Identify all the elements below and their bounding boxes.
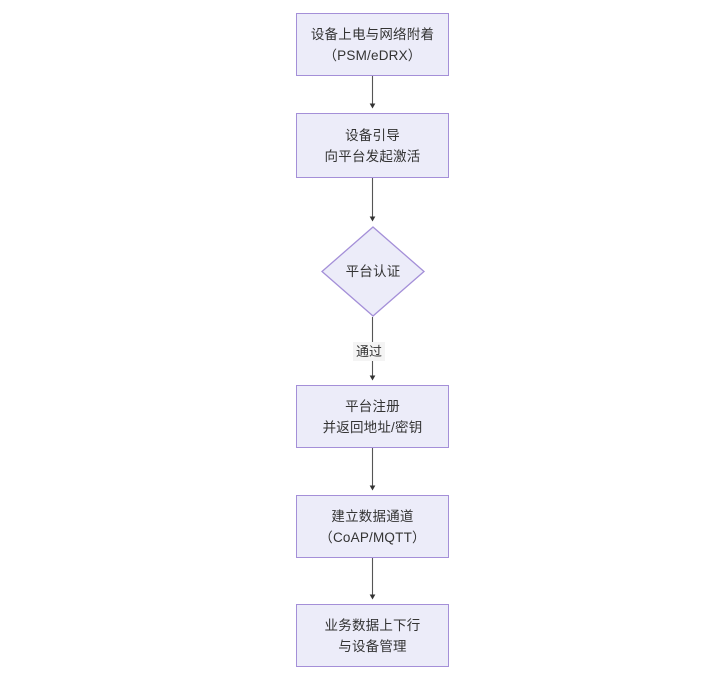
node-platform-registration[interactable]: 平台注册 并返回地址/密钥 [296, 385, 449, 448]
node-label-line2: 并返回地址/密钥 [322, 419, 423, 435]
node-label-line1: 平台注册 [345, 398, 400, 414]
node-device-bootstrap[interactable]: 设备引导 向平台发起激活 [296, 113, 449, 178]
node-label-line2: （PSM/eDRX） [323, 47, 422, 63]
node-label-line2: （CoAP/MQTT） [319, 529, 426, 545]
node-business-data-and-device-management[interactable]: 业务数据上下行 与设备管理 [296, 604, 449, 667]
node-label-line1: 设备引导 [345, 127, 400, 143]
node-label-line1: 业务数据上下行 [324, 617, 421, 633]
node-label-line2: 与设备管理 [338, 638, 407, 654]
node-label-line1: 建立数据通道 [331, 508, 414, 524]
node-label-line1: 平台认证 [345, 264, 401, 279]
diamond-shape [321, 226, 425, 317]
edge-label-pass: 通过 [353, 342, 386, 361]
node-establish-data-channel[interactable]: 建立数据通道 （CoAP/MQTT） [296, 495, 449, 558]
node-device-power-on[interactable]: 设备上电与网络附着 （PSM/eDRX） [296, 13, 449, 76]
node-platform-authentication[interactable]: 平台认证 [321, 226, 425, 317]
node-label-line1: 设备上电与网络附着 [310, 26, 435, 42]
node-label-line2: 向平台发起激活 [324, 148, 421, 164]
